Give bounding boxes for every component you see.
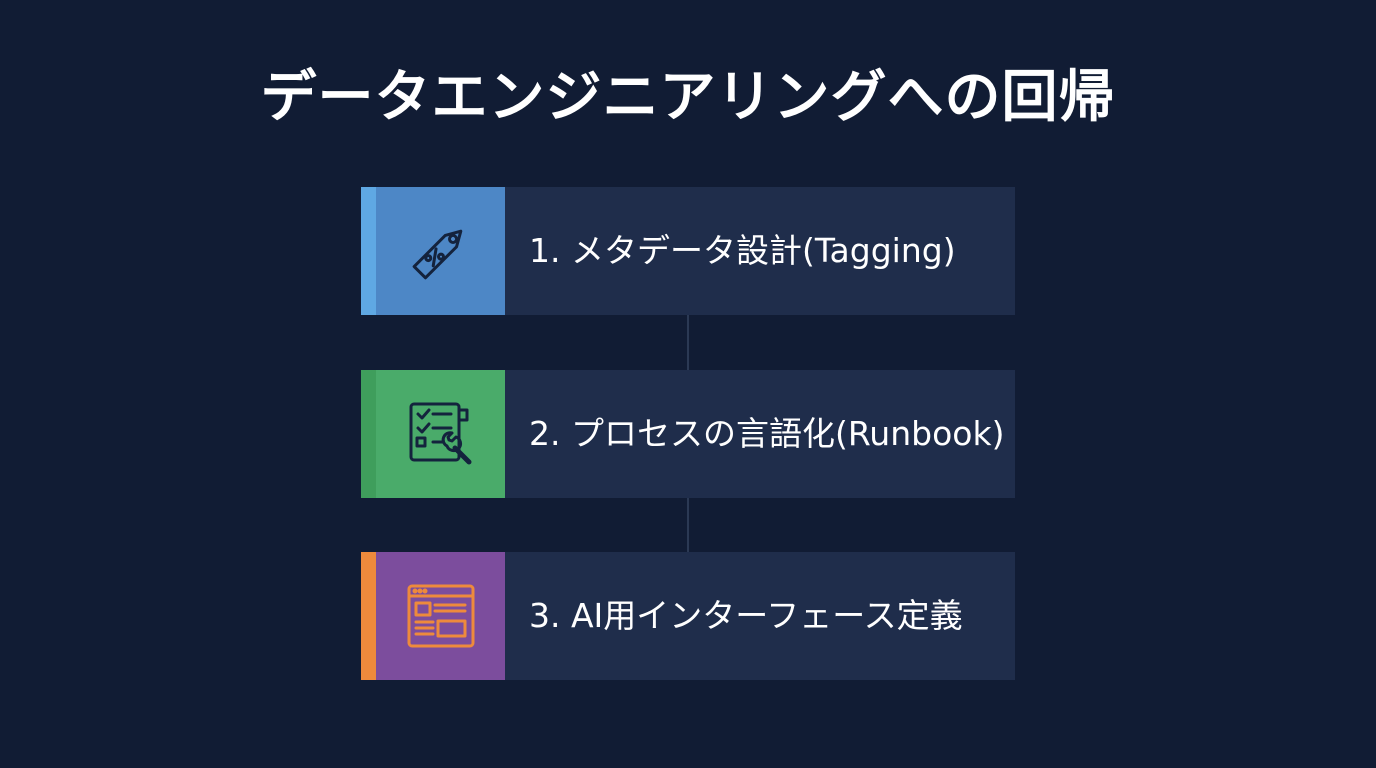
step-2-icon-box <box>376 370 505 498</box>
step-2-accent-stripe <box>361 370 376 498</box>
page-title: データエンジニアリングへの回帰 <box>260 65 1116 130</box>
step-1-label: 1. メタデータ設計(Tagging) <box>529 231 956 270</box>
step-1-icon-box <box>376 187 505 315</box>
step-3-accent-stripe <box>361 552 376 680</box>
step-card-1: 1. メタデータ設計(Tagging) <box>361 187 1015 315</box>
step-3-icon-box <box>376 552 505 680</box>
browser-window-icon <box>403 578 479 654</box>
price-tag-icon <box>403 213 479 289</box>
connector-line-1-2 <box>687 315 689 370</box>
checklist-wrench-icon <box>403 396 479 472</box>
step-3-label: 3. AI用インターフェース定義 <box>529 596 963 635</box>
step-card-2: 2. プロセスの言語化(Runbook) <box>361 370 1015 498</box>
step-1-accent-stripe <box>361 187 376 315</box>
connector-line-2-3 <box>687 497 689 552</box>
step-2-label: 2. プロセスの言語化(Runbook) <box>529 414 1005 453</box>
step-card-3: 3. AI用インターフェース定義 <box>361 552 1015 680</box>
